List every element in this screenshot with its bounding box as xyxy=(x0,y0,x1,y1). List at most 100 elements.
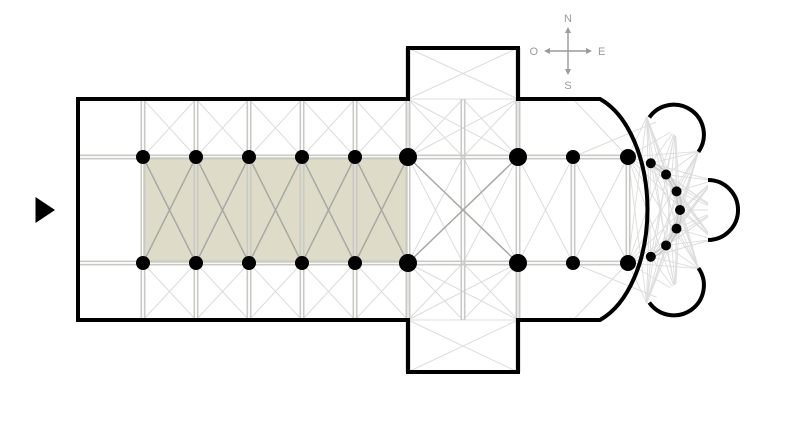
ambulatory-radial-rib xyxy=(650,162,714,240)
chevet-radial-rib xyxy=(627,156,648,304)
hemicycle-column-6 xyxy=(661,240,672,251)
aisle-rib-s xyxy=(462,262,519,321)
hemicycle-column-4 xyxy=(675,205,685,215)
hemicycle-column-1 xyxy=(645,158,656,169)
ambulatory-radial-rib xyxy=(650,151,700,257)
radiating-chapel-north xyxy=(647,102,706,153)
nave-pier-s4 xyxy=(295,256,309,270)
compass-north-arrowhead xyxy=(565,27,571,33)
aisle-rib-s xyxy=(142,262,197,321)
nave-pier-n2 xyxy=(189,150,203,164)
ambulatory-radial-rib xyxy=(665,238,714,246)
ambulatory-radial-rib xyxy=(650,163,700,269)
ambulatory-radial-rib xyxy=(650,256,676,291)
aisle-rib-n xyxy=(195,98,250,158)
nave-rib-diagonal xyxy=(248,156,303,264)
nave-pier-n1 xyxy=(136,150,150,164)
ambulatory-radial-rib xyxy=(650,180,714,258)
choir-rib xyxy=(517,156,574,264)
chevet-pier-n xyxy=(620,149,636,165)
ambulatory-radial-rib xyxy=(646,116,667,246)
compass-south-arrowhead xyxy=(565,69,571,75)
crossing-pier-ne xyxy=(509,148,527,166)
compass-south-label: S xyxy=(564,80,571,92)
nave-pier-s2 xyxy=(189,256,203,270)
radiating-chapel-south xyxy=(647,267,706,318)
choir-pier-s xyxy=(566,256,580,270)
aisle-rib-n xyxy=(142,98,197,158)
chevet-radial-rib xyxy=(627,151,699,264)
columns-layer xyxy=(136,148,685,272)
nave-pier-s5 xyxy=(348,256,362,270)
aisle-rib-n xyxy=(248,98,303,158)
apse-transition-rib xyxy=(572,116,669,158)
compass-west-arrowhead xyxy=(544,48,550,54)
hemicycle-column-3 xyxy=(671,186,682,197)
aisle-rib-s xyxy=(354,262,409,321)
outer-wall-layer xyxy=(76,46,740,374)
compass-east-label: E xyxy=(598,46,605,58)
crossing-pier-nw xyxy=(399,148,417,166)
ambulatory-radial-rib xyxy=(650,129,676,257)
compass-north-label: N xyxy=(564,13,572,25)
crossing-rib-diagonal xyxy=(407,156,519,264)
radiating-chapel-east xyxy=(707,178,740,242)
ambulatory-radial-rib xyxy=(665,151,699,175)
chevet-radial-rib xyxy=(627,129,676,264)
crossing-pier-se xyxy=(509,254,527,272)
compass-east-arrowhead xyxy=(586,48,592,54)
nave-pier-n4 xyxy=(295,150,309,164)
entrance-marker xyxy=(35,197,55,223)
rib-vault-layer xyxy=(142,156,519,264)
choir-rib xyxy=(572,156,629,264)
aisle-rib-n xyxy=(354,98,409,158)
nave-rib-diagonal xyxy=(354,156,409,264)
nave-pier-s3 xyxy=(242,256,256,270)
choir-rib xyxy=(407,156,464,264)
ambulatory-radial-rib xyxy=(646,163,652,304)
aisle-rib-s xyxy=(248,262,303,321)
nave-rib-diagonal xyxy=(142,156,197,264)
nave-pier-n3 xyxy=(242,150,256,164)
compass-west-label: O xyxy=(529,46,538,58)
ambulatory-radial-rib xyxy=(665,245,699,269)
chevet-radial-rib xyxy=(627,156,676,291)
ambulatory-radial-rib xyxy=(676,151,699,192)
compass-rose-group: N S E O xyxy=(529,13,605,92)
chevet-radial-rib xyxy=(627,128,676,158)
nave-rib-diagonal xyxy=(195,156,250,264)
hemicycle-column-2 xyxy=(661,169,672,180)
aisle-rib-s xyxy=(301,262,356,321)
apse-transition-rib xyxy=(572,262,629,321)
aisle-rib-n xyxy=(407,98,464,158)
hemicycle-column-5 xyxy=(671,223,682,234)
ambulatory-radial-rib xyxy=(665,245,676,291)
ambulatory-radial-rib xyxy=(650,209,718,258)
north-transept-rib xyxy=(407,47,519,100)
ambulatory-radial-rib xyxy=(676,151,700,229)
apse-transition-rib xyxy=(572,262,669,303)
choir-rib xyxy=(462,156,519,264)
ambulatory-radial-rib xyxy=(650,256,699,270)
ambulatory-radial-rib xyxy=(650,129,676,164)
entrance-marker-group xyxy=(35,197,55,223)
ambulatory-radial-rib xyxy=(646,116,652,257)
nave-pier-n5 xyxy=(348,150,362,164)
ambulatory-radial-rib xyxy=(665,129,676,246)
nave-pier-s1 xyxy=(136,256,150,270)
hemicycle-column-7 xyxy=(645,251,656,262)
choir-pier-n xyxy=(566,150,580,164)
ambulatory-radial-rib xyxy=(665,151,700,246)
nave-rib-diagonal xyxy=(301,156,356,264)
transept-link xyxy=(407,262,519,321)
transept-link xyxy=(407,98,519,158)
aisle-rib-s xyxy=(407,262,464,321)
ambulatory-radial-rib xyxy=(665,180,714,246)
chevet-pier-s xyxy=(620,255,636,271)
ambulatory-radial-rib xyxy=(676,191,714,240)
south-transept-rib xyxy=(407,319,519,373)
chevet-radial-rib xyxy=(627,116,648,264)
chevet-radial-rib xyxy=(627,262,676,292)
aisle-rib-s xyxy=(195,262,250,321)
